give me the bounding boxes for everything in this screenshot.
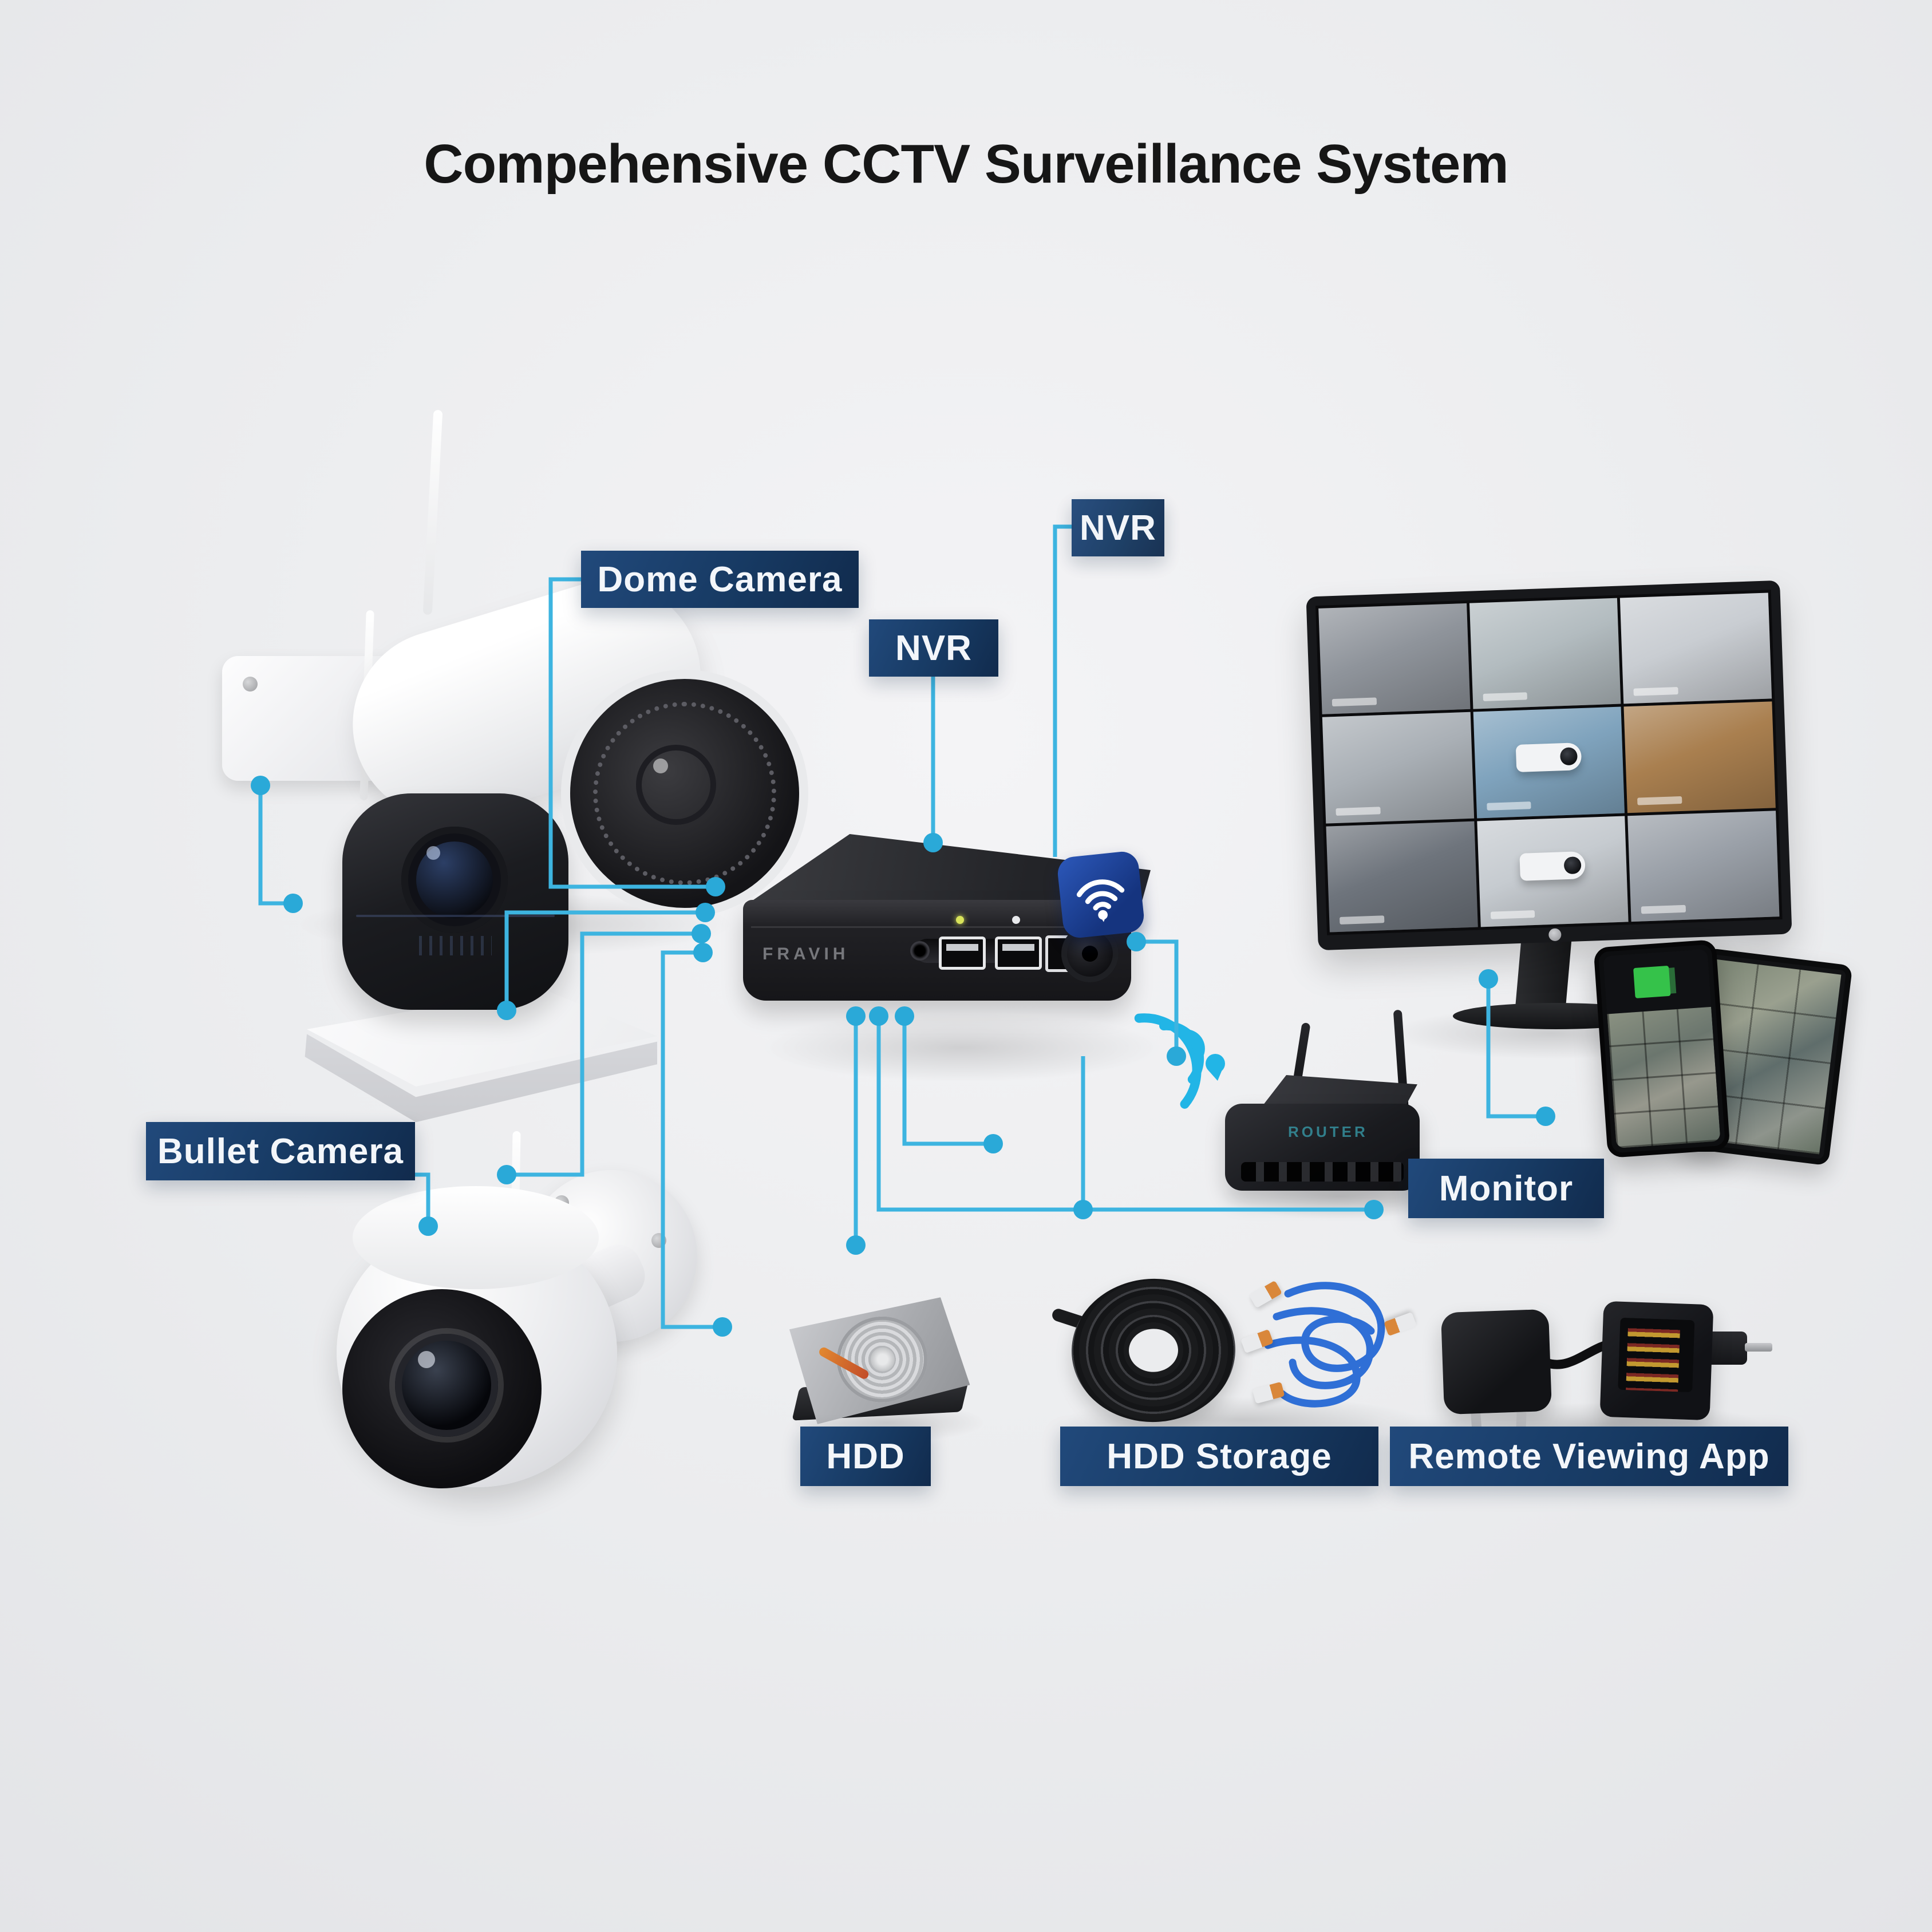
label-nvr-top: NVR — [1072, 499, 1164, 556]
camera-seam — [355, 914, 555, 917]
monitor-feed — [1623, 701, 1776, 813]
monitor-feed — [1322, 712, 1474, 824]
node-dot — [283, 894, 303, 913]
battery-icon — [1633, 965, 1671, 999]
ptz-camera-cap — [353, 1186, 599, 1289]
monitor-grid — [1315, 590, 1783, 935]
monitor-feed — [1318, 603, 1471, 715]
label-dome-camera: Dome Camera — [581, 551, 859, 608]
bullet-camera-lens-face — [561, 670, 808, 917]
router-device: ROUTER — [1225, 1104, 1420, 1191]
lens-glint — [426, 846, 440, 860]
monitor-feed — [1620, 592, 1772, 704]
hdd-device — [788, 1296, 972, 1425]
camera-lens-icon — [636, 745, 716, 825]
usb-port — [995, 937, 1042, 970]
monitor-stand-neck — [1515, 940, 1572, 1010]
monitor-device — [1306, 580, 1792, 951]
node-dot — [983, 1134, 1003, 1153]
wire-bullet-camera — [258, 785, 293, 906]
nvr-brand-text: FRAVIH — [762, 945, 850, 963]
adapter-label — [1618, 1317, 1695, 1393]
camera-lens-icon — [401, 827, 508, 933]
monitor-feed — [1627, 810, 1780, 922]
label-nvr: NVR — [869, 619, 998, 677]
power-adapter — [1440, 1309, 1552, 1415]
node-dot — [1479, 969, 1498, 989]
router-ports — [1241, 1162, 1404, 1182]
lens-glint — [418, 1351, 435, 1368]
status-led — [1012, 916, 1020, 924]
monitor-feed — [1476, 816, 1629, 927]
node-dot — [693, 943, 713, 962]
audio-jack-port — [910, 941, 930, 961]
label-monitor: Monitor — [1408, 1159, 1604, 1218]
label-hdd-storage: HDD Storage — [1060, 1427, 1378, 1486]
node-dot — [846, 1235, 866, 1255]
label-remote-viewing-app: Remote Viewing App — [1390, 1427, 1788, 1486]
node-dot — [1536, 1107, 1555, 1126]
screw-icon — [243, 677, 258, 692]
monitor-feed — [1326, 821, 1478, 933]
monitor-logo-icon — [1548, 928, 1562, 942]
screw-icon — [651, 1233, 666, 1248]
wifi-badge — [1056, 850, 1146, 940]
coil-center — [1127, 1327, 1180, 1374]
bullet-camera-antenna — [422, 409, 443, 615]
camera-lens-icon — [395, 1334, 498, 1437]
feed-camera-icon — [1515, 742, 1582, 772]
node-dot — [1073, 1200, 1093, 1219]
lens-glint — [653, 758, 668, 773]
page-title: Compehensive CCTV Surveillance System — [424, 133, 1508, 195]
ethernet-cables — [1264, 1282, 1385, 1408]
ptz-camera-face — [342, 1289, 542, 1488]
indoor-camera-body — [342, 793, 568, 1010]
feed-camera-icon — [1519, 851, 1586, 881]
wifi-icon — [1076, 879, 1125, 922]
monitor-feed — [1473, 706, 1625, 819]
router-wifi-icon — [1134, 1013, 1225, 1109]
phone-screen — [1603, 949, 1721, 1148]
router-brand-text: ROUTER — [1288, 1123, 1368, 1140]
usb-port — [939, 937, 986, 970]
adapter-cable — [1541, 1340, 1613, 1369]
phone-camera-grid — [1607, 1006, 1721, 1148]
speaker-holes — [419, 936, 492, 956]
node-dot — [713, 1317, 732, 1337]
label-hdd: HDD — [800, 1427, 931, 1486]
shadow — [761, 1013, 1162, 1082]
status-led — [956, 916, 964, 924]
monitor-feed — [1469, 598, 1621, 709]
power-adapter-with-meter — [1599, 1301, 1714, 1421]
nvr-seam — [750, 926, 1124, 928]
label-bullet-camera: Bullet Camera — [146, 1122, 415, 1180]
phone-device — [1593, 939, 1730, 1159]
plug-pin — [1745, 1343, 1772, 1352]
wire-nvr-top-label-to-badge — [1053, 524, 1073, 857]
